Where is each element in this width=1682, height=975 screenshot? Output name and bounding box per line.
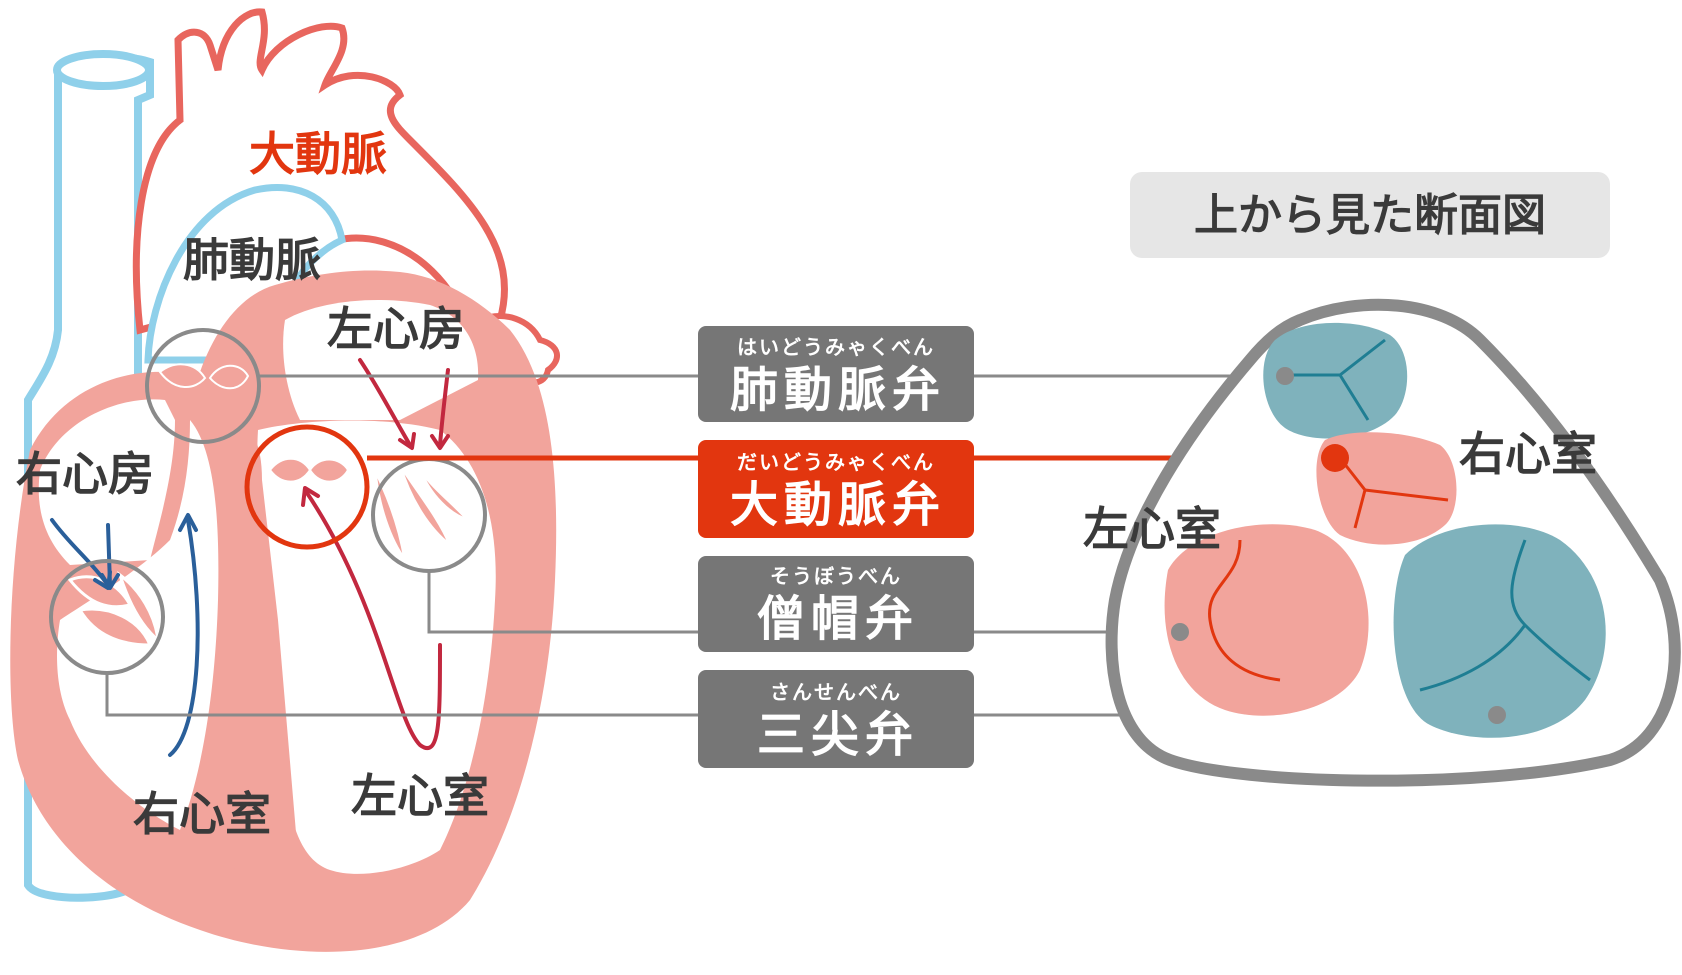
valve-ruby-aortic: だいどうみゃくべん	[737, 450, 935, 474]
label-right-ventricle: 右心室	[133, 787, 271, 841]
aortic-leaflets	[268, 457, 350, 483]
label-left-ventricle: 左心室	[351, 769, 489, 823]
cs-mitral-dot	[1171, 623, 1189, 641]
cs-label-left-ventricle: 左心室	[1083, 502, 1221, 556]
cs-tricuspid-valve	[1393, 524, 1606, 738]
arrow-rv-up	[168, 518, 200, 757]
valve-box-mitral: そうぼうべん 僧帽弁	[698, 556, 974, 652]
aortic-valve-circle	[244, 424, 370, 550]
valve-name-pulmonary: 肺動脈弁	[730, 362, 946, 418]
valve-box-pulmonary: はいどうみゃくべん 肺動脈弁	[698, 326, 974, 422]
cs-aortic-dot	[1321, 444, 1349, 472]
cs-mitral-valve	[1164, 524, 1369, 716]
valve-name-aortic: 大動脈弁	[730, 477, 946, 533]
heart-illustration: 大動脈 肺動脈 左心房 右心房 右心室 左心室	[10, 8, 560, 952]
ventricle-septum	[225, 420, 300, 884]
label-pulmonary-artery: 肺動脈	[183, 233, 321, 287]
cs-tricuspid-dot	[1488, 706, 1506, 724]
cs-aortic-valve	[1316, 432, 1457, 545]
valve-name-mitral: 僧帽弁	[757, 591, 919, 647]
valve-ruby-tricuspid: さんせんべん	[770, 680, 902, 704]
valve-box-aortic: だいどうみゃくべん 大動脈弁	[698, 440, 974, 538]
pulmonary-leaflets	[158, 363, 250, 390]
cs-pulmonary-dot	[1276, 367, 1294, 385]
arrow-la-to-lv-1	[358, 358, 412, 447]
valve-boxes: はいどうみゃくべん 肺動脈弁 だいどうみゃくべん 大動脈弁 そうぼうべん 僧帽弁…	[698, 326, 974, 768]
cs-tricuspid-commissures	[1419, 539, 1591, 692]
vena-cava-top	[53, 50, 153, 90]
connector-tricuspid	[105, 673, 1497, 717]
cs-aortic-commissures	[1338, 457, 1449, 529]
arrow-ra-down	[106, 523, 112, 587]
label-left-atrium: 左心房	[327, 302, 465, 356]
valve-name-tricuspid: 三尖弁	[757, 707, 919, 763]
label-right-atrium: 右心房	[16, 447, 154, 501]
cross-section-title-box	[1130, 172, 1610, 258]
cs-mitral-commissure	[1208, 539, 1281, 682]
cross-section-title: 上から見た断面図	[1194, 190, 1546, 241]
right-atrium-cavity	[38, 399, 175, 565]
left-atrium-cavity	[283, 300, 479, 420]
valve-box-tricuspid: さんせんべん 三尖弁	[698, 670, 974, 768]
mitral-leaflets	[373, 464, 473, 561]
blood-flow-arrows	[50, 358, 450, 757]
pulmonary-valve-circle	[145, 328, 261, 444]
label-aorta: 大動脈	[249, 127, 387, 181]
cs-label-right-ventricle: 右心室	[1459, 427, 1597, 481]
valve-ruby-pulmonary: はいどうみゃくべん	[737, 335, 935, 359]
cs-pulmonary-commissures	[1285, 338, 1386, 421]
cross-section: 上から見た断面図 右心室 左心室	[1083, 172, 1681, 787]
valve-ruby-mitral: そうぼうべん	[770, 564, 902, 588]
